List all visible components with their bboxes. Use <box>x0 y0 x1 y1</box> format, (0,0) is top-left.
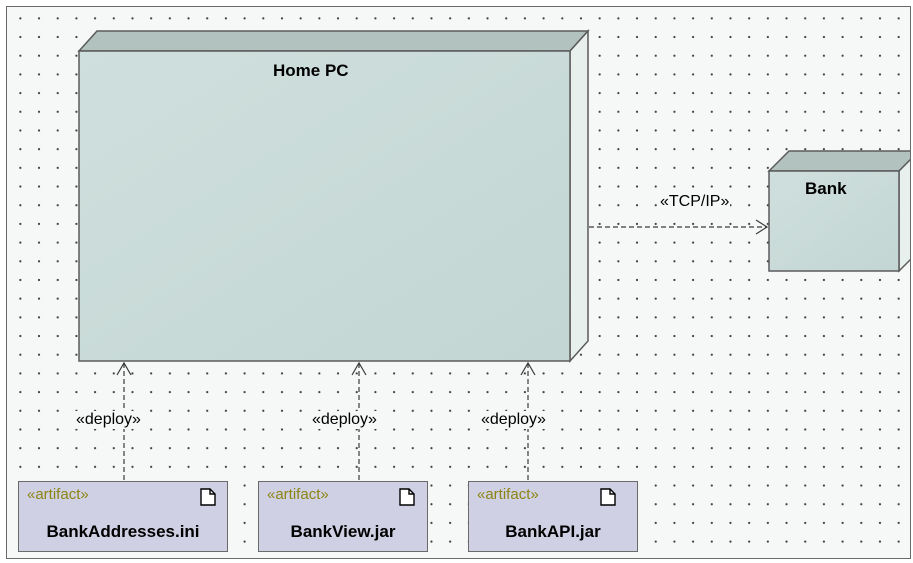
artifact-name: BankAPI.jar <box>505 522 601 541</box>
home-pc-node-side <box>569 29 589 363</box>
artifact-stereotype: «artifact» <box>267 486 329 503</box>
home-pc-label: Home PC <box>273 61 349 80</box>
artifact-name: BankView.jar <box>290 522 396 541</box>
tcp-ip-connector[interactable] <box>589 219 769 235</box>
deploy-label-3: «deploy» <box>480 411 547 429</box>
artifact-bank-addresses[interactable]: «artifact» BankAddresses.ini <box>18 481 228 552</box>
deploy-label-1: «deploy» <box>75 411 142 429</box>
tcp-ip-label: «TCP/IP» <box>659 193 731 211</box>
tcp-ip-arrowhead <box>755 219 769 235</box>
artifact-name: BankAddresses.ini <box>46 522 200 541</box>
artifact-stereotype: «artifact» <box>477 486 539 503</box>
deploy-arrowhead-3 <box>520 361 536 376</box>
home-pc-node-front <box>78 50 571 362</box>
bank-node-front <box>768 170 900 272</box>
home-pc-node-top <box>77 30 590 52</box>
diagram-shapes <box>77 29 911 481</box>
deploy-arrowhead-1 <box>116 361 132 376</box>
bank-node-side <box>898 158 910 273</box>
diagram-canvas[interactable]: Home PC Bank «TCP/IP» «deploy» «deploy» … <box>6 6 911 559</box>
bank-label: Bank <box>805 179 847 198</box>
deploy-arrowhead-2 <box>351 361 367 376</box>
document-icon <box>200 488 216 506</box>
deploy-label-2: «deploy» <box>311 411 378 429</box>
artifact-bank-view[interactable]: «artifact» BankView.jar <box>258 481 428 552</box>
document-icon <box>600 488 616 506</box>
bank-node-top <box>767 150 910 172</box>
bank-node[interactable] <box>767 150 911 273</box>
document-icon <box>399 488 415 506</box>
artifact-stereotype: «artifact» <box>27 486 89 503</box>
artifact-bank-api[interactable]: «artifact» BankAPI.jar <box>468 481 638 552</box>
home-pc-node[interactable] <box>77 29 590 363</box>
